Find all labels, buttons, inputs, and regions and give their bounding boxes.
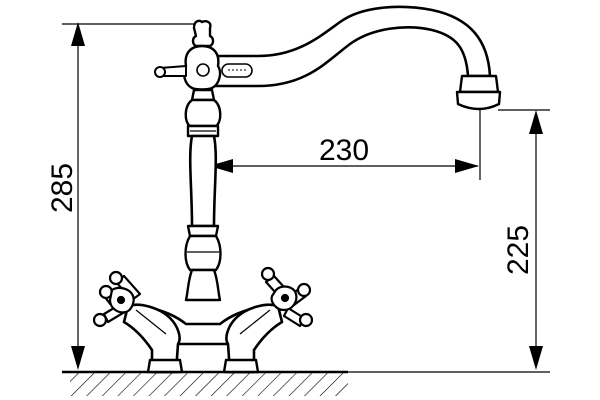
arrowhead-right <box>455 159 479 173</box>
right-cross-handle <box>260 266 314 328</box>
dimension-spout-height: 225 <box>348 109 550 373</box>
left-handle-center <box>116 295 126 305</box>
left-cross-handle <box>92 270 142 328</box>
top-finial <box>191 19 215 48</box>
spout-aerator <box>458 74 500 94</box>
countertop <box>62 370 348 396</box>
spout-outlet-nozzle <box>455 90 502 111</box>
arrowhead-bottom <box>529 346 543 370</box>
right-handle-knob-lower <box>298 312 314 328</box>
column-shaft <box>188 134 218 228</box>
arrowhead-top <box>71 22 85 46</box>
column-upper-bulb <box>184 98 222 128</box>
top-handle-knob <box>154 66 166 78</box>
right-valve-body <box>225 303 284 374</box>
left-handle-knob-upper <box>108 270 124 286</box>
top-handle-hub <box>196 63 210 77</box>
left-valve-highlight <box>135 309 167 335</box>
right-handle-knob-upper <box>260 266 276 282</box>
right-valve-foot <box>222 358 260 374</box>
dimension-spout-reach: 230 <box>206 110 481 182</box>
column-lower-bulb <box>184 234 222 272</box>
base-neck <box>184 268 222 302</box>
arrowhead-left <box>209 159 233 173</box>
left-valve-foot <box>146 358 184 374</box>
dimension-total-height: 285 <box>46 22 196 370</box>
right-valve-highlight <box>239 309 271 335</box>
right-handle-knob-side <box>296 282 312 298</box>
left-valve-body <box>122 303 181 374</box>
dimension-label-spout-height: 225 <box>502 225 535 275</box>
mixer-tap <box>92 5 502 374</box>
dimension-label-total-height: 285 <box>46 163 79 213</box>
right-handle-center <box>280 293 290 303</box>
right-handle-arm-lower <box>282 306 306 328</box>
countertop-hatching <box>70 372 348 396</box>
dimension-label-spout-reach: 230 <box>319 134 369 167</box>
arrowhead-top <box>529 110 543 134</box>
neck-ring-upper <box>190 88 216 102</box>
column-lower-ring <box>186 224 220 238</box>
arrowhead-bottom <box>71 346 85 370</box>
